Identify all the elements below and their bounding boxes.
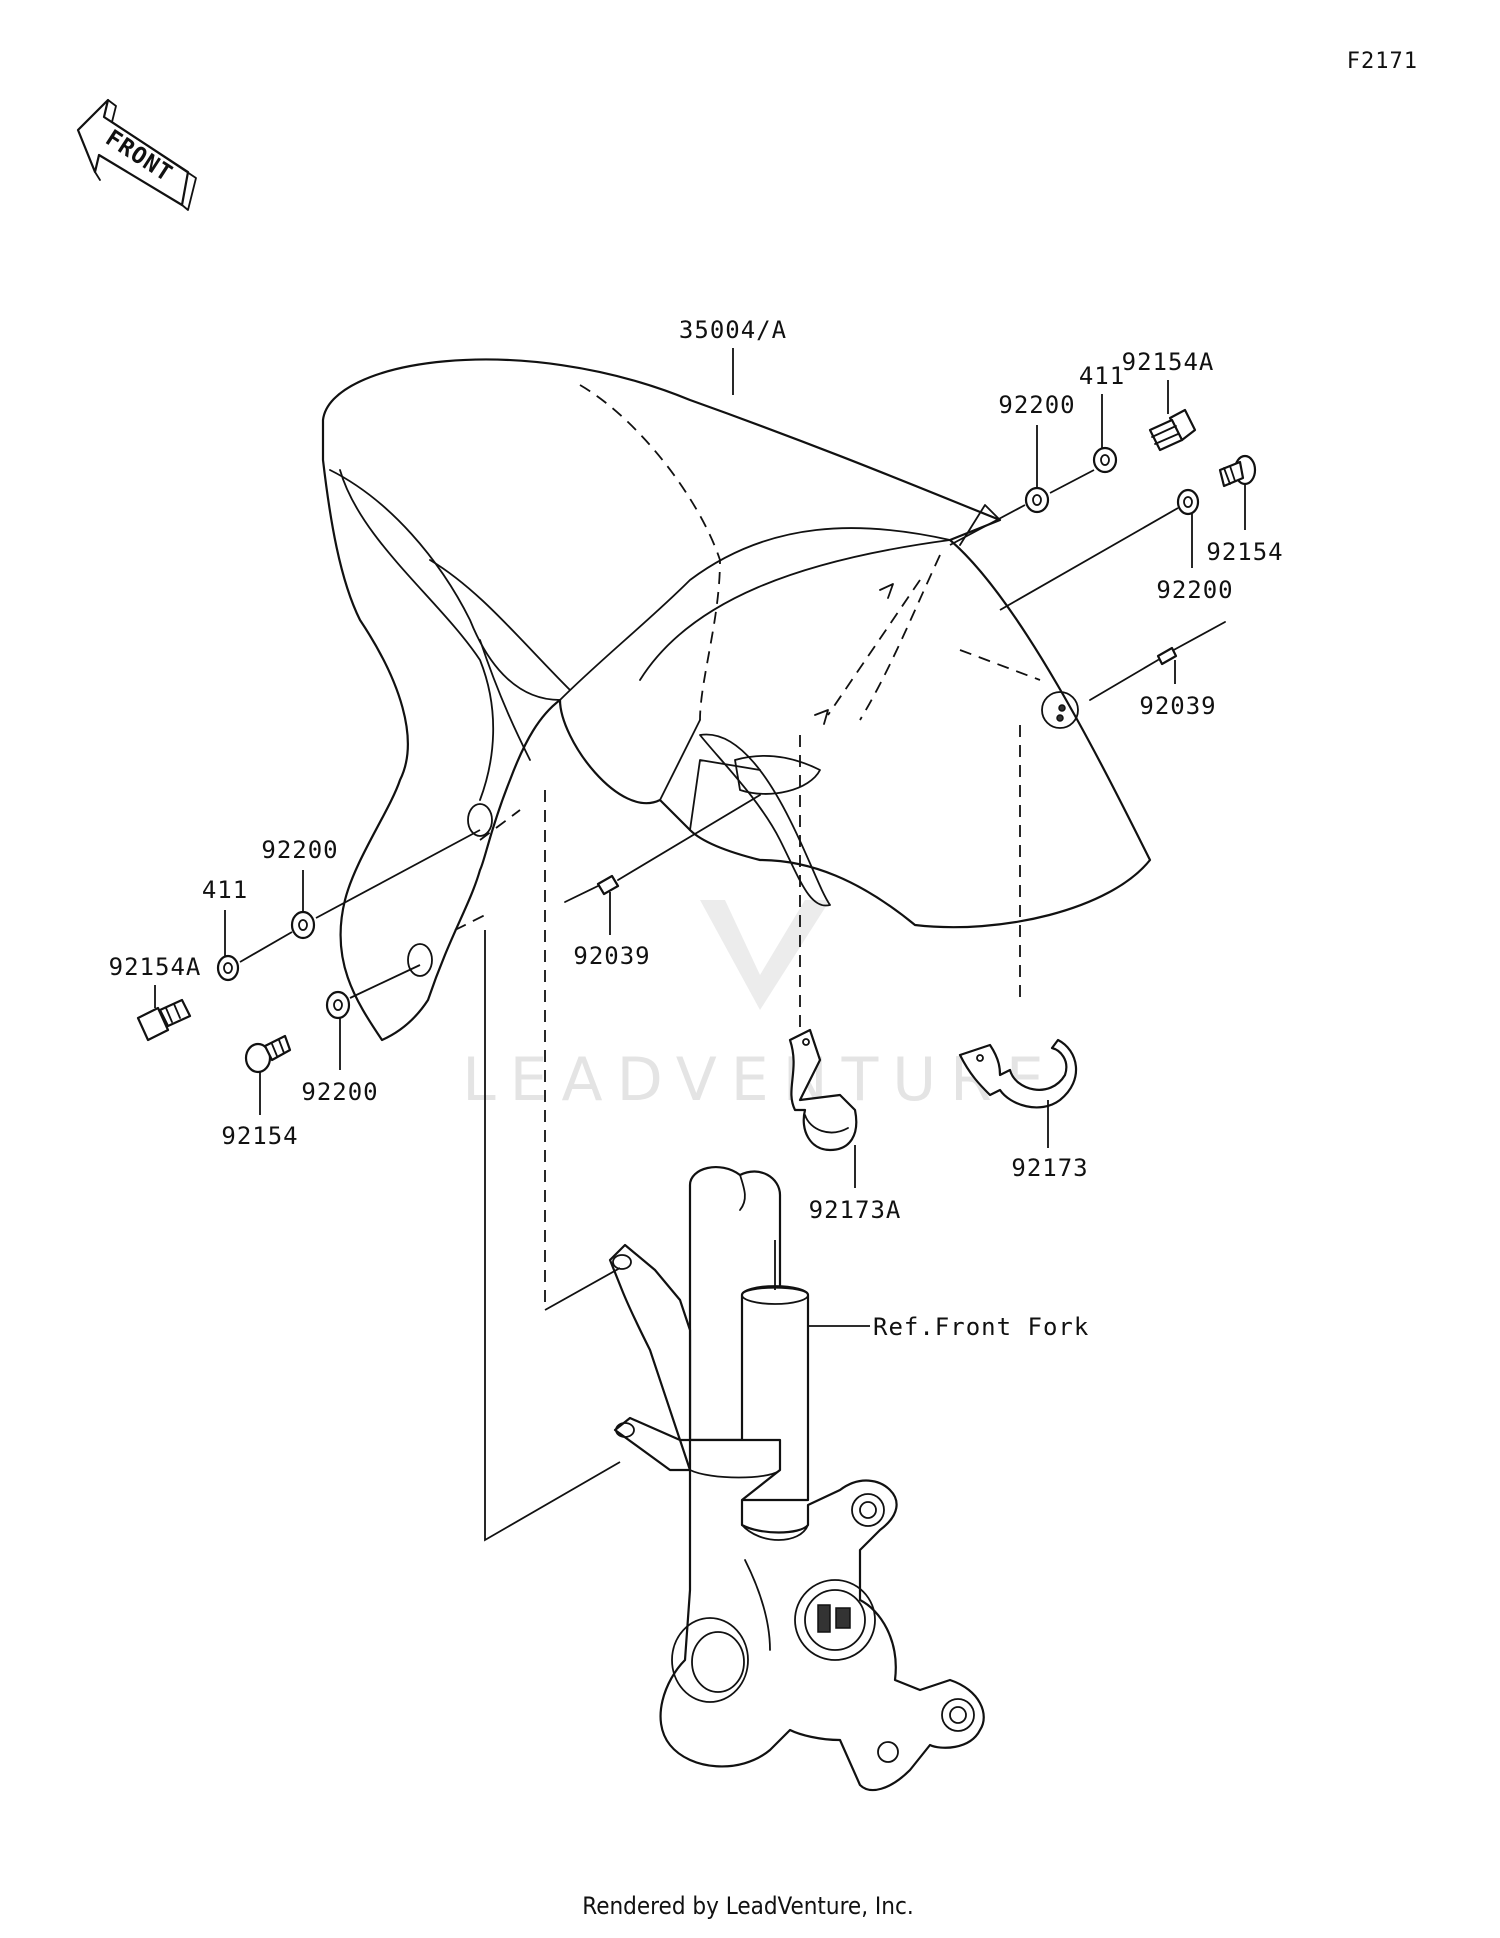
callout-bolt-92154-left: 92154 [221,1122,298,1150]
callout-bolt-92154A-left: 92154A [109,953,202,981]
clamp-92173A [788,1028,858,1152]
watermark-text: LEADVENTURE [462,1045,1058,1115]
washer-92200-left-2 [325,990,351,1020]
callout-washer-92200-left-1: 92200 [261,836,338,864]
front-fender [321,358,1152,1042]
callout-clamp-92173A: 92173A [809,1196,902,1224]
callout-bolt-92154-right: 92154 [1206,538,1283,566]
callout-collar-411-left: 411 [202,876,248,904]
callout-washer-92200-right-2: 92200 [1156,576,1233,604]
callout-clamp-92173: 92173 [1011,1154,1088,1182]
clamp-92173 [958,1038,1077,1109]
footer-credit: Rendered by LeadVenture, Inc. [582,1892,913,1920]
collar-411-left [216,954,240,982]
callout-bolt-92154A-right: 92154A [1122,348,1215,376]
figure-id: F2171 [1347,49,1418,74]
bolt-92154A-right [1148,408,1197,452]
washer-92200-left-1 [290,910,316,940]
washer-92200-right-1 [1024,486,1050,514]
callout-fender: 35004/A [679,316,787,344]
front-arrow-icon: FRONT [76,98,197,211]
collar-411-right [1092,446,1118,474]
bolt-92154-left [244,1034,292,1074]
callout-washer-92200-right-1: 92200 [998,391,1075,419]
callout-fork-ref: Ref.Front Fork [873,1313,1089,1341]
bolt-92154-right [1218,454,1257,488]
bolt-92154A-left [136,998,192,1042]
callout-clip-92039-center: 92039 [573,942,650,970]
callout-collar-411-right: 411 [1079,362,1125,390]
front-fork [608,1166,985,1792]
clip-92039-center [564,794,761,903]
callout-clip-92039-right: 92039 [1139,692,1216,720]
clip-92039-right [1089,621,1226,701]
washer-92200-right-2 [1176,488,1200,516]
callout-washer-92200-left-2: 92200 [301,1078,378,1106]
